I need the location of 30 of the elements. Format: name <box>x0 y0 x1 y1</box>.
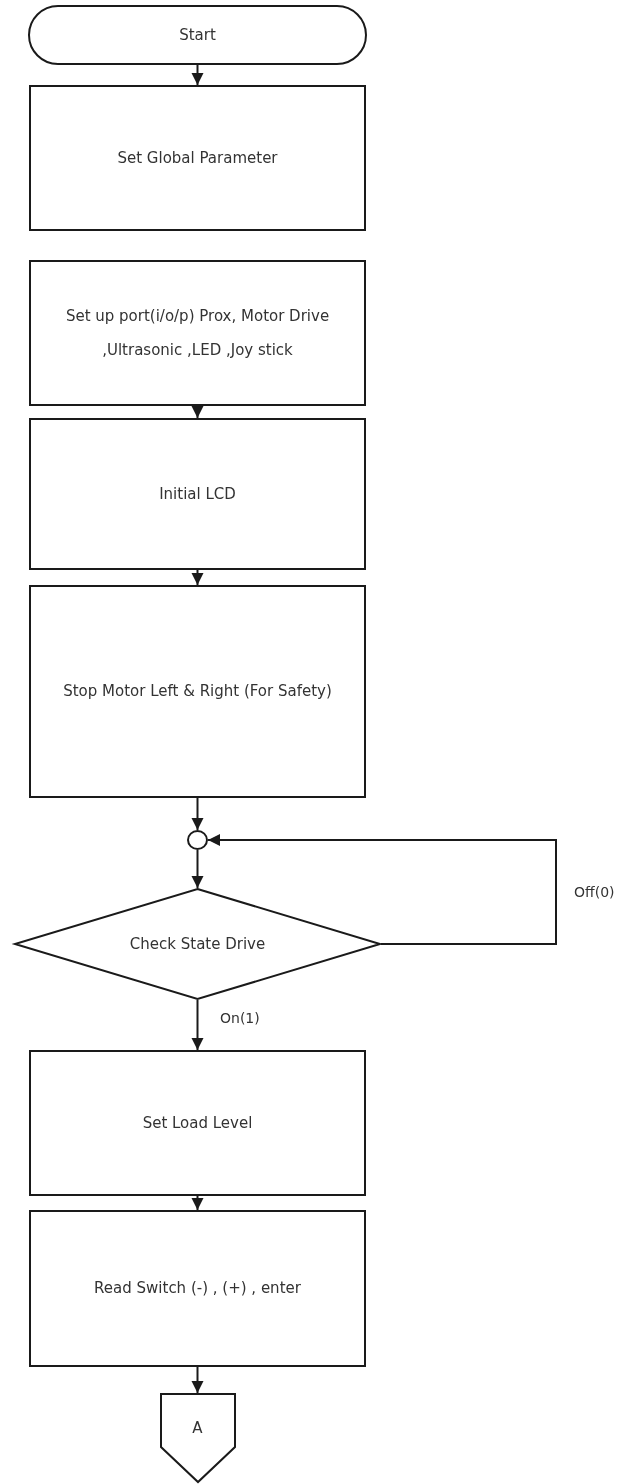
arrow <box>191 1195 204 1211</box>
arrow <box>191 569 204 586</box>
node-label: Start <box>178 24 217 46</box>
node-label: Set Global Parameter <box>116 147 279 169</box>
node-label: Read Switch (-) , (+) , enter <box>93 1278 302 1300</box>
edge-label: Off(0) <box>572 884 617 900</box>
arrow <box>191 797 204 831</box>
arrow <box>191 64 204 86</box>
node-label: Check State Drive <box>128 933 267 955</box>
process-box <box>29 1050 366 1196</box>
process-box <box>29 418 366 570</box>
node-label: Set Load Level <box>141 1112 254 1134</box>
process-box <box>29 1210 366 1367</box>
terminal-shape <box>28 5 367 65</box>
arrow <box>191 405 204 419</box>
edge-label: On(1) <box>218 1010 262 1026</box>
node-label: Stop Motor Left & Right (For Safety) <box>62 681 333 703</box>
connector-circle <box>187 830 208 850</box>
node-label: Set up port(i/o/p) Prox, Motor Drive ,Ultrasonic ,LED ,Joy stick <box>64 305 331 361</box>
arrow <box>207 834 557 945</box>
node-label: Initial LCD <box>158 483 237 505</box>
arrow <box>191 849 204 889</box>
arrow <box>191 999 204 1051</box>
arrow <box>191 1366 204 1394</box>
decision-diamond <box>14 888 381 1000</box>
node-label: A <box>191 1417 204 1439</box>
off-page-connector <box>159 1393 236 1483</box>
process-box <box>29 85 366 231</box>
process-box <box>29 260 366 406</box>
process-box <box>29 585 366 798</box>
